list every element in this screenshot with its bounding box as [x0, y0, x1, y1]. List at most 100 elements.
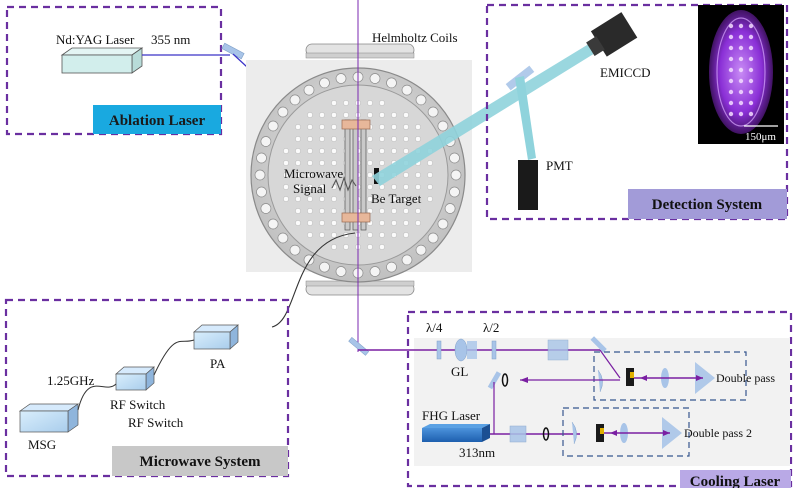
breadboard-hole: [415, 124, 421, 130]
breadboard-hole: [391, 124, 397, 130]
breadboard-hole: [319, 136, 325, 142]
flange-bolts: [254, 71, 462, 279]
flange-bolt: [401, 254, 413, 266]
flange-bolt: [386, 77, 397, 89]
microwave-badge-label: Microwave System: [140, 454, 261, 470]
iris-2: [542, 427, 550, 441]
breadboard-hole: [367, 148, 373, 154]
microwave-badge: [112, 446, 288, 476]
breadboard-hole: [391, 232, 397, 238]
breadboard-hole: [307, 208, 313, 214]
gl-prism: [467, 341, 477, 359]
ablation-mirror: [221, 42, 245, 60]
breadboard-hole: [367, 100, 373, 106]
ion-dot: [748, 45, 754, 51]
ablation-badge: [93, 105, 221, 134]
ion-dot: [748, 34, 754, 40]
double-pass-1-arrow-right: [696, 375, 703, 381]
cooling-mirror-right: [590, 336, 607, 353]
breadboard-hole: [319, 112, 325, 118]
breadboard-hole: [391, 136, 397, 142]
breadboard-hole: [331, 220, 337, 226]
flange-bolt: [401, 84, 413, 96]
breadboard-hole: [331, 172, 337, 178]
breadboard-hole: [331, 160, 337, 166]
return-arrow: [520, 377, 528, 383]
coils-label: Helmholtz Coils: [372, 30, 458, 45]
flange-bolt: [277, 232, 289, 244]
breadboard-hole: [379, 208, 385, 214]
fhg-laser: [422, 424, 490, 442]
breadboard-hole: [379, 112, 385, 118]
breadboard-hole: [379, 244, 385, 250]
microwave-signal-line-2: Signal: [293, 181, 327, 196]
ion-dot: [738, 34, 744, 40]
pmt-detector: [518, 160, 538, 210]
breadboard-hole: [307, 172, 313, 178]
half-wave-label: λ/2: [483, 320, 499, 335]
flange-bolt: [449, 152, 460, 164]
breadboard-hole: [295, 160, 301, 166]
flange-bolt: [369, 73, 381, 84]
ion-dot: [738, 78, 744, 84]
ablation-panel: Ablation Laser Nd:YAG Laser 355 nm: [5, 5, 223, 136]
ion-dot: [728, 45, 734, 51]
microwave-panel: Microwave System 1.25GHz MSG RF Switch R…: [4, 298, 290, 478]
breadboard-hole: [319, 208, 325, 214]
cooling-panel: Cooling Laser λ/4 λ/2 GL Double pass: [348, 310, 793, 490]
ion-dots: [728, 23, 754, 117]
ion-dot: [728, 78, 734, 84]
flange-bolt: [437, 218, 449, 230]
flange-bolt: [277, 106, 289, 118]
breadboard-hole: [283, 172, 289, 178]
breadboard-hole: [283, 160, 289, 166]
pbs-cube-bottom: [509, 425, 527, 443]
detection-badge: [628, 189, 787, 219]
breadboard-hole: [307, 148, 313, 154]
breadboard-hole: [391, 148, 397, 154]
breadboard-hole: [403, 208, 409, 214]
ion-dot: [748, 67, 754, 73]
flange-bolt: [415, 94, 427, 106]
ion-dot: [728, 111, 734, 117]
ablation-badge-label: Ablation Laser: [109, 113, 206, 129]
breadboard-hole: [307, 112, 313, 118]
breadboard-hole: [307, 160, 313, 166]
flange-bolt: [449, 186, 460, 198]
breadboard-hole: [391, 196, 397, 202]
ndyag-label: Nd:YAG Laser: [56, 32, 135, 47]
breadboard-hole: [331, 100, 337, 106]
breadboard-hole: [295, 124, 301, 130]
vacuum-chamber: [246, 43, 472, 296]
breadboard-hole: [367, 136, 373, 142]
breadboard-hole: [391, 112, 397, 118]
cooling-wavelength: 313nm: [459, 445, 495, 460]
cooling-entry-mirror: [348, 337, 370, 356]
flange-bolt: [369, 266, 381, 277]
breadboard-hole: [295, 172, 301, 178]
breadboard-hole: [367, 244, 373, 250]
flange-bolt: [335, 73, 347, 84]
pmt-beam: [515, 76, 536, 160]
flange-bolt: [386, 261, 397, 273]
ion-dot: [738, 100, 744, 106]
breadboard-hole: [427, 172, 433, 178]
flange-bolt: [256, 152, 267, 164]
breadboard-hole: [403, 172, 409, 178]
pa-instrument: [193, 324, 239, 350]
breadboard-hole: [307, 220, 313, 226]
microwave-signal-label: Microwave Signal: [284, 166, 346, 196]
breadboard-hole: [295, 196, 301, 202]
breadboard-hole: [403, 136, 409, 142]
breadboard-hole: [331, 148, 337, 154]
flange-bolt: [256, 186, 267, 198]
breadboard-hole: [367, 232, 373, 238]
flange-bolt: [444, 203, 456, 214]
cooling-badge-label: Cooling Laser: [690, 474, 781, 488]
breadboard-hole: [331, 112, 337, 118]
scale-label: 150μm: [745, 131, 776, 143]
half-wave-plate: [491, 340, 497, 360]
breadboard-hole: [427, 184, 433, 190]
breadboard-hole: [307, 124, 313, 130]
